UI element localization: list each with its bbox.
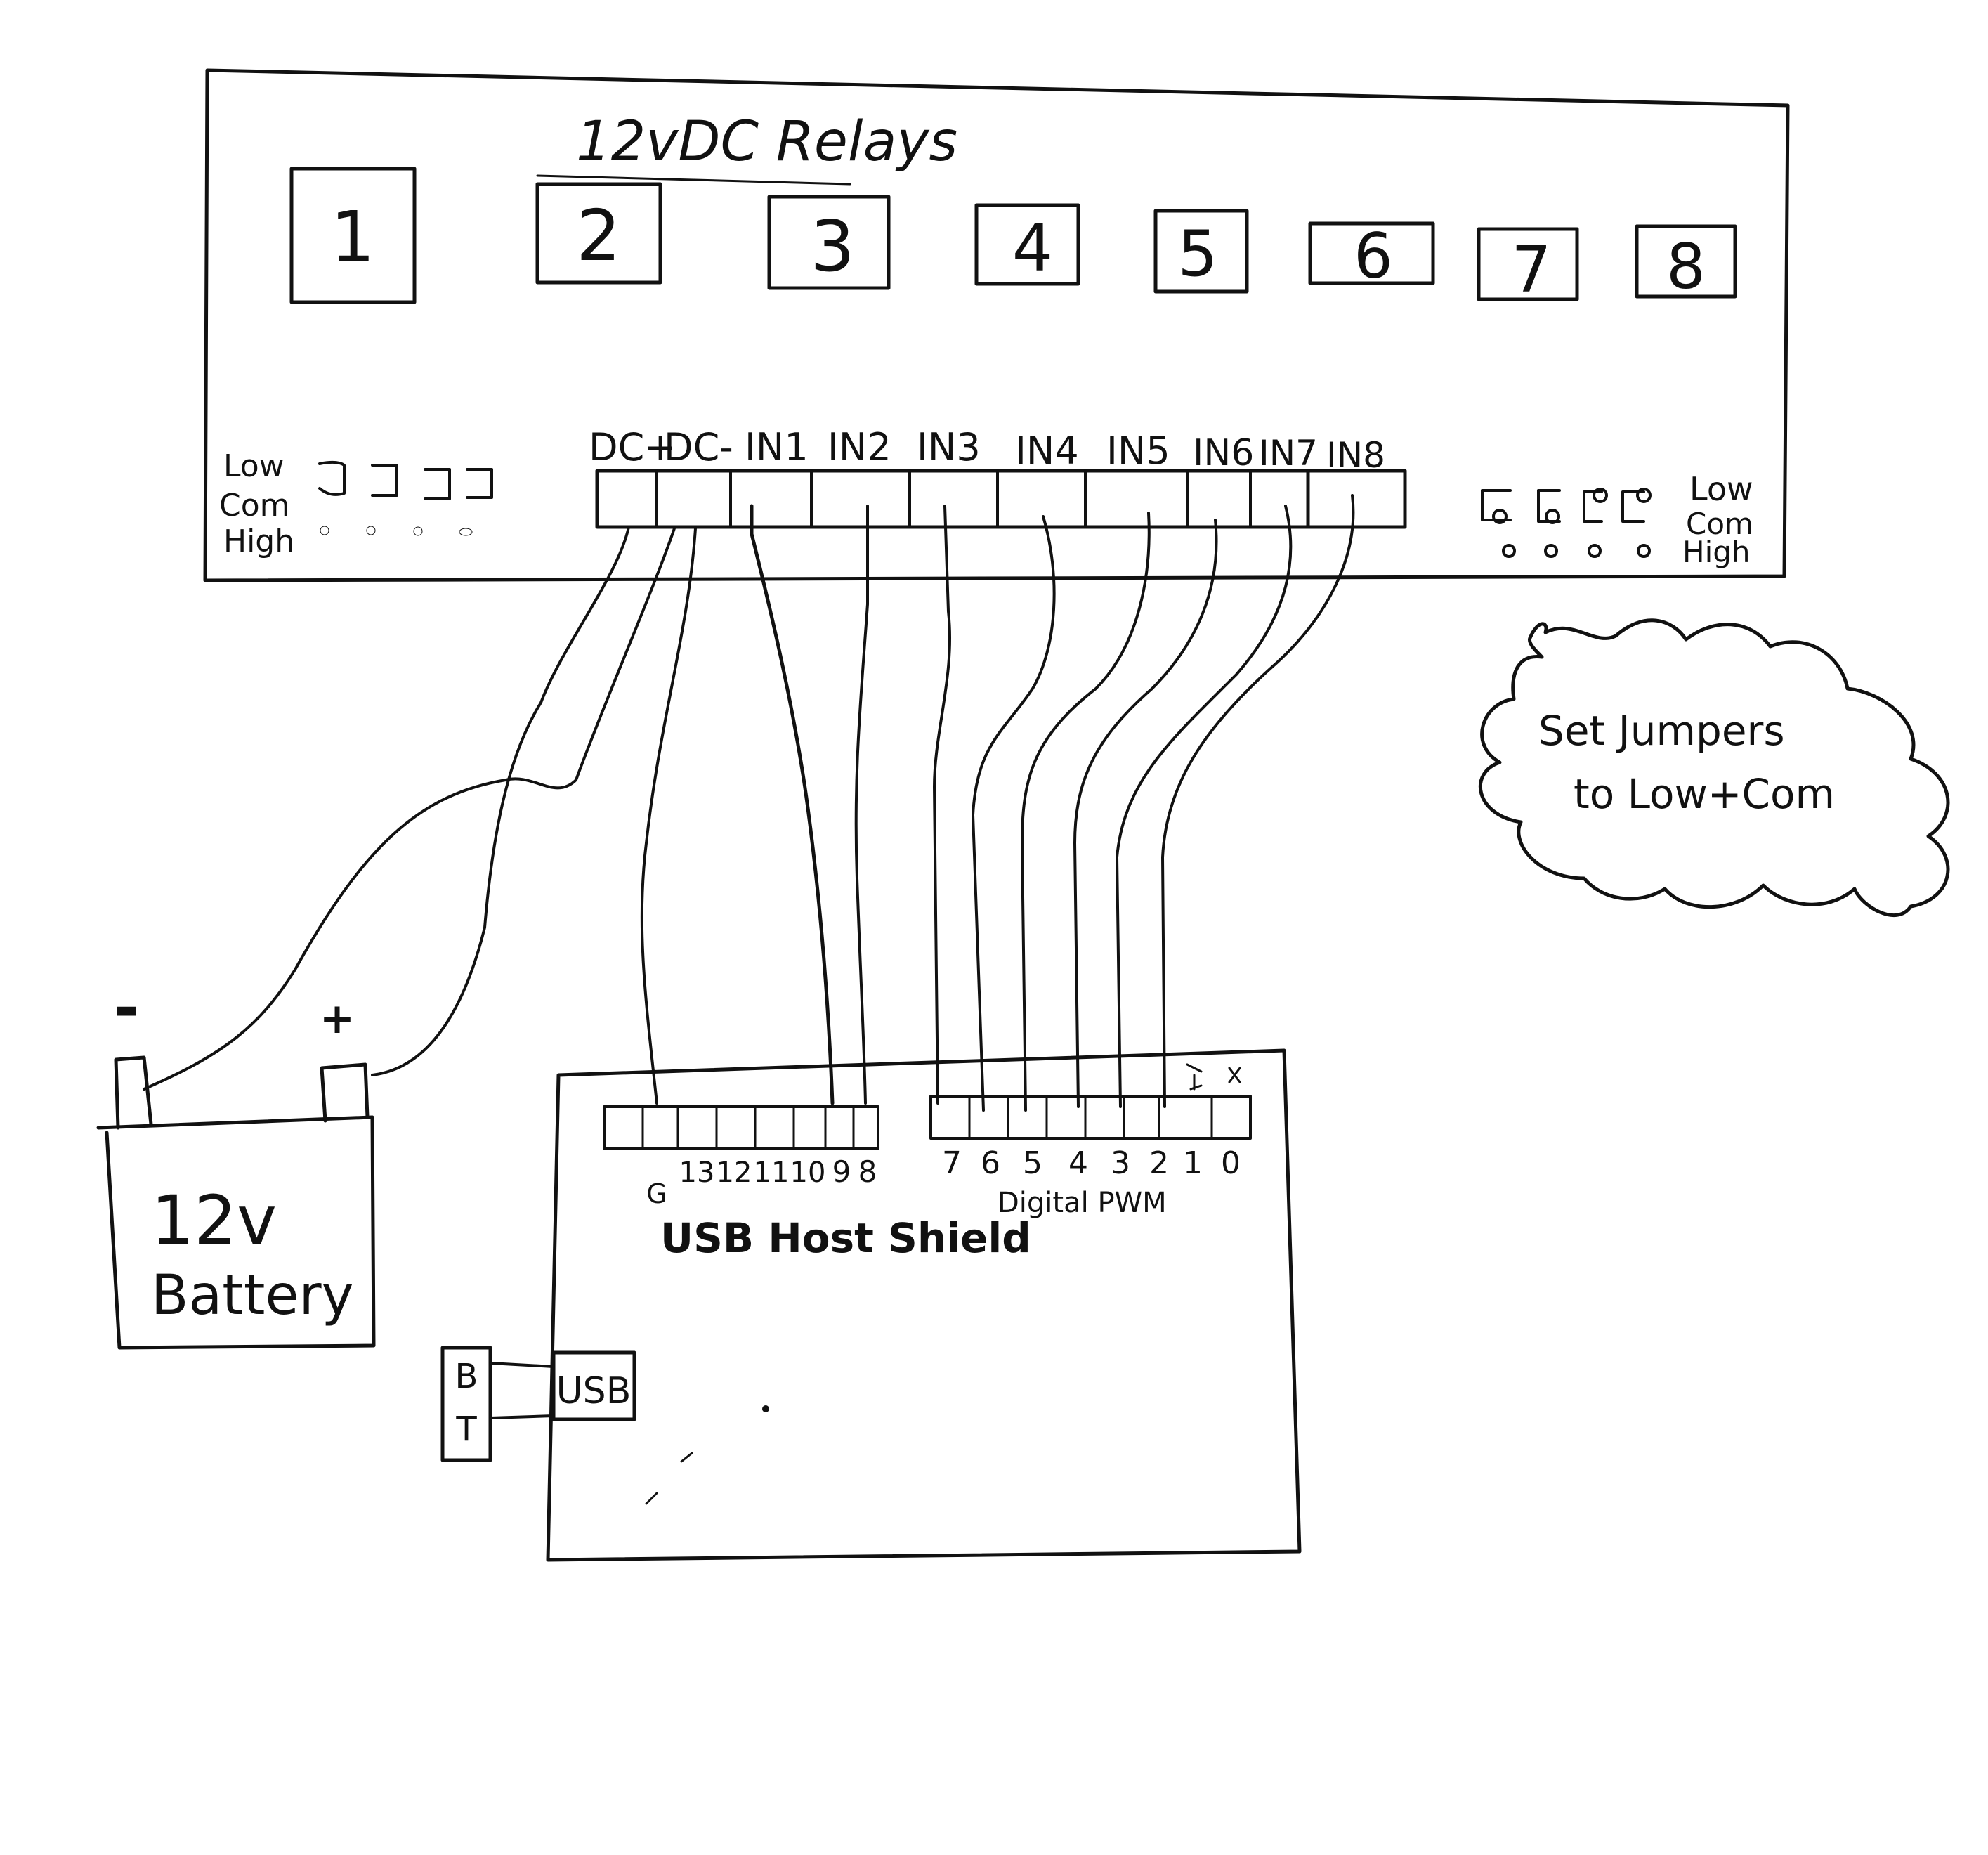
terminal-in5: IN5 [1106,429,1170,473]
title-underline [536,174,851,186]
relay-3: 3 [767,195,891,290]
pin-10: 10 [790,1157,826,1189]
digital-pwm-label: Digital PWM [998,1187,1167,1219]
svg-text:5: 5 [1177,217,1217,291]
jumper-block-right: Low Com High [1481,470,1753,569]
note-line1: Set Jumpers [1538,707,1785,755]
header-left-dividers [641,1105,855,1150]
usb-port [551,1350,636,1421]
pin-2: 2 [1149,1145,1169,1181]
terminal-in3: IN3 [917,425,981,469]
jumper-right-low: Low [1689,470,1753,508]
battery-plus-label: + [320,994,355,1043]
relay-board-outline [203,68,1790,582]
wire-in3 [933,505,952,1105]
jumper-left-high: High [223,523,294,559]
jumper-left-low: Low [223,448,285,484]
terminal-in8: IN8 [1326,435,1385,476]
battery-terminal-plus [320,1062,370,1123]
wire-in7 [1116,505,1293,1108]
tx-rx-marks [1186,1063,1241,1091]
bt-usb-link-top [489,1362,555,1368]
wire-in6 [1073,519,1218,1108]
wire-dc-minus-shield [640,527,697,1105]
header-right-dividers [968,1095,1213,1140]
terminal-block [595,469,1407,529]
battery-minus-label: - [113,971,139,1045]
pin-12: 12 [717,1157,752,1189]
wire-in1 [750,504,835,1105]
header-left [603,1105,879,1150]
wire-in5 [1021,512,1151,1112]
terminal-in4: IN4 [1015,429,1079,473]
bt-label-b: B [455,1357,478,1396]
svg-text:1: 1 [330,196,375,278]
wire-in2 [854,505,869,1105]
pin-5: 5 [1023,1145,1042,1181]
shield-title: USB Host Shield [660,1214,1031,1262]
wire-dc-minus-battery [143,527,676,1091]
svg-text:4: 4 [1012,211,1054,286]
pin-6: 6 [981,1145,1000,1181]
relay-6: 6 [1308,220,1435,292]
relay-1: 1 [289,167,417,304]
terminal-in7: IN7 [1259,433,1318,474]
jumper-left-com: Com [219,488,290,523]
svg-text:3: 3 [810,205,855,287]
terminal-dc-plus: DC+ [589,425,676,469]
svg-text:7: 7 [1511,233,1551,307]
stray-marks [645,1405,769,1505]
bt-usb-link-bottom [489,1414,555,1419]
battery-terminal-minus [114,1055,153,1130]
wire-in8 [1161,494,1355,1108]
pin-11: 11 [754,1157,790,1189]
terminal-in1: IN1 [745,425,809,469]
relay-8: 8 [1635,224,1737,303]
note-line2: to Low+Com [1574,770,1835,818]
wire-in4 [972,515,1056,1112]
relay-board: 12vDC Relays 1 2 3 4 5 6 7 [203,68,1790,582]
pin-1: 1 [1183,1145,1203,1181]
note-cloud-outline [1478,618,1950,917]
battery-outline [96,1115,376,1350]
relay-4: 4 [974,203,1080,286]
pin-8: 8 [858,1154,877,1189]
relay-5: 5 [1153,209,1249,294]
pin-3: 3 [1111,1145,1130,1181]
terminal-dividers [655,469,1310,529]
note-cloud: Set Jumpers to Low+Com [1478,618,1950,917]
relay-2: 2 [535,182,662,285]
pin-4: 4 [1068,1145,1088,1181]
bt-label-t: T [455,1410,477,1449]
shield-outline [546,1048,1302,1562]
terminal-in2: IN2 [828,425,891,469]
jumper-block-left: Low Com High [219,448,493,559]
pin-7: 7 [942,1145,962,1181]
jumper-right-com: Com [1686,507,1753,541]
svg-text:2: 2 [576,195,621,277]
battery-title-line1: 12v [151,1181,277,1260]
terminal-dc-minus: DC- [664,425,733,469]
svg-text:6: 6 [1354,220,1393,292]
battery: - + 12v Battery [96,971,376,1350]
wire-dc-plus [371,526,630,1076]
svg-text:8: 8 [1666,230,1706,303]
pin-9: 9 [832,1154,851,1189]
usb-label: USB [556,1370,632,1412]
pin-0: 0 [1221,1145,1241,1181]
wiring [143,494,1355,1112]
relay-7: 7 [1477,227,1579,307]
pin-13: 13 [679,1157,715,1189]
terminal-in6: IN6 [1193,432,1254,474]
bt-dongle [440,1346,492,1462]
relay-board-title: 12vDC Relays [576,110,957,174]
jumper-right-high: High [1682,535,1751,569]
header-right [929,1095,1252,1140]
pin-g: G [646,1178,667,1209]
battery-title-line2: Battery [151,1264,354,1327]
usb-host-shield: G 13 12 11 10 9 8 7 6 5 4 3 2 1 0 Digita… [440,1048,1302,1562]
